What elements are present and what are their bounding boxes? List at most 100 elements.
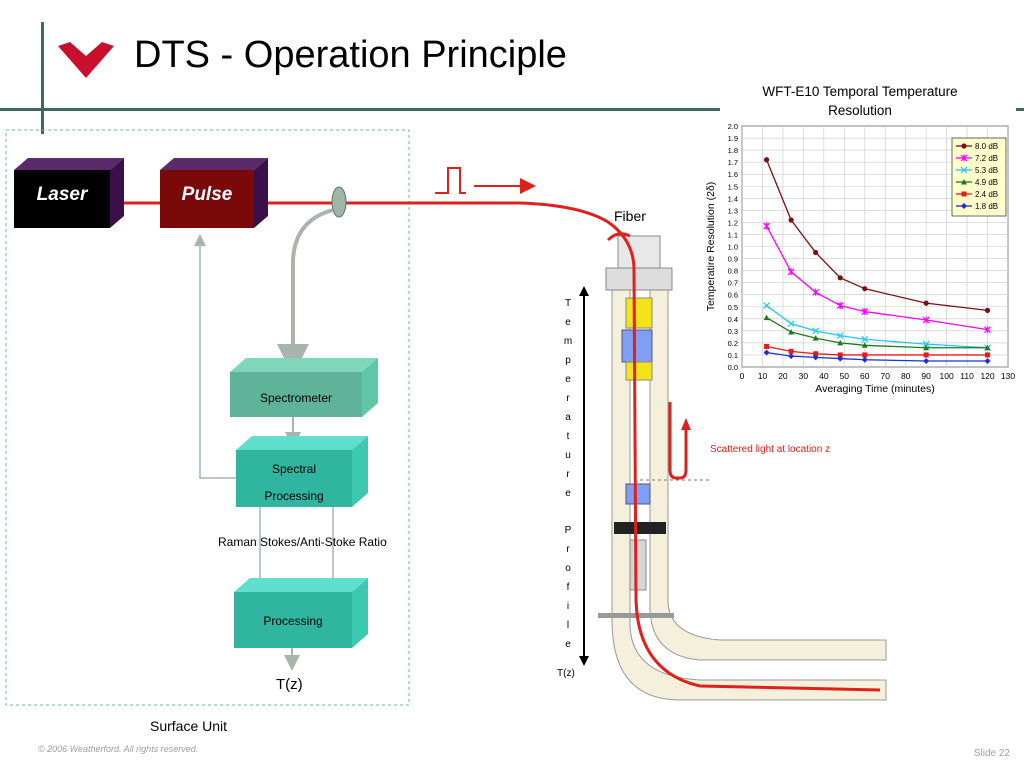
temperature-profile-char: e bbox=[565, 488, 571, 499]
x-tick-label: 110 bbox=[960, 371, 974, 381]
processing-label: Processing bbox=[263, 614, 323, 628]
data-point bbox=[923, 357, 930, 364]
copyright-text: © 2006 Weatherford. All rights reserved. bbox=[38, 744, 199, 754]
data-point bbox=[763, 302, 770, 309]
x-tick-label: 70 bbox=[880, 371, 890, 381]
x-tick-label: 100 bbox=[940, 371, 954, 381]
data-point bbox=[960, 166, 968, 174]
legend-label: 8.0 dB bbox=[975, 142, 998, 151]
data-point bbox=[961, 179, 967, 185]
data-point bbox=[812, 288, 820, 296]
spectral-label-line2: Processing bbox=[264, 489, 324, 503]
data-point bbox=[985, 352, 991, 358]
y-tick-label: 1.3 bbox=[728, 206, 738, 215]
legend-label: 2.4 dB bbox=[975, 190, 998, 199]
legend-label: 7.2 dB bbox=[975, 154, 998, 163]
data-point bbox=[812, 327, 820, 335]
y-tick-label: 1.9 bbox=[728, 134, 738, 143]
header-divider bbox=[41, 22, 44, 134]
data-point bbox=[763, 314, 770, 321]
pulse-label: Pulse bbox=[181, 184, 233, 205]
data-point bbox=[788, 217, 794, 223]
data-point bbox=[763, 157, 770, 163]
header-rule-right bbox=[1016, 108, 1024, 111]
data-point bbox=[837, 355, 844, 362]
y-tick-label: 1.5 bbox=[728, 182, 738, 191]
data-point bbox=[813, 351, 819, 357]
temperature-profile-char: a bbox=[565, 412, 571, 423]
legend-box bbox=[951, 137, 1007, 217]
x-tick-label: 0 bbox=[740, 371, 745, 381]
data-point bbox=[984, 357, 991, 364]
y-tick-label: 0.1 bbox=[728, 351, 738, 360]
data-point bbox=[861, 356, 868, 363]
data-point bbox=[961, 143, 967, 149]
tz-output-label: T(z) bbox=[276, 676, 303, 693]
spectrometer-box bbox=[230, 358, 378, 417]
y-tick-label: 1.0 bbox=[728, 243, 738, 252]
data-point bbox=[922, 316, 930, 324]
fiber-label: Fiber bbox=[614, 208, 646, 224]
temperature-profile-char: r bbox=[566, 544, 570, 555]
data-point bbox=[984, 326, 991, 334]
surface-unit-box bbox=[5, 129, 410, 706]
y-tick-label: 0.0 bbox=[728, 363, 738, 372]
y-tick-label: 1.6 bbox=[728, 170, 738, 179]
data-point bbox=[836, 302, 844, 310]
legend-label: 4.9 dB bbox=[975, 178, 998, 187]
data-point bbox=[813, 249, 819, 256]
data-point bbox=[984, 344, 991, 351]
temperature-profile-char: e bbox=[565, 639, 571, 650]
y-tick-label: 1.1 bbox=[728, 230, 738, 239]
data-point bbox=[812, 335, 819, 341]
data-point bbox=[923, 344, 930, 351]
temperature-profile-char: t bbox=[566, 431, 570, 442]
y-tick-label: 2.0 bbox=[728, 122, 738, 131]
x-tick-label: 30 bbox=[799, 371, 809, 381]
temperature-profile-char: l bbox=[566, 620, 570, 631]
data-point bbox=[787, 268, 795, 276]
x-tick-label: 90 bbox=[921, 371, 931, 381]
temperature-profile-char: m bbox=[563, 336, 573, 347]
data-point bbox=[922, 340, 930, 348]
legend-label: 5.3 dB bbox=[975, 166, 998, 175]
temperature-profile-char: P bbox=[564, 525, 572, 536]
data-point bbox=[837, 275, 843, 281]
temperature-profile-char: r bbox=[566, 469, 570, 480]
data-point bbox=[763, 222, 770, 230]
x-tick-label: 130 bbox=[1001, 371, 1015, 381]
data-point bbox=[788, 353, 795, 360]
laser-label: Laser bbox=[36, 184, 88, 205]
x-tick-label: 10 bbox=[758, 371, 768, 381]
data-point bbox=[788, 329, 795, 335]
temperature-profile-char: p bbox=[565, 355, 571, 366]
legend-label: 1.8 dB bbox=[975, 202, 998, 211]
y-tick-label: 1.4 bbox=[728, 194, 738, 203]
spectral-label-line1: Spectral bbox=[271, 462, 317, 476]
data-point bbox=[837, 339, 844, 346]
y-tick-label: 0.4 bbox=[728, 315, 738, 324]
data-point bbox=[961, 191, 967, 197]
x-tick-label: 120 bbox=[980, 371, 994, 381]
y-tick-label: 0.9 bbox=[728, 255, 738, 264]
y-tick-label: 0.6 bbox=[728, 291, 738, 300]
data-point bbox=[861, 335, 869, 343]
pulse-waveform-icon bbox=[435, 167, 466, 194]
x-tick-label: 50 bbox=[840, 371, 850, 381]
data-point bbox=[862, 286, 868, 292]
temperature-profile-char: T bbox=[564, 298, 572, 309]
laser-box bbox=[14, 158, 124, 228]
ratio-label: Raman Stokes/Anti-Stoke Ratio bbox=[218, 535, 387, 549]
x-tick-label: 80 bbox=[901, 371, 911, 381]
y-tick-label: 0.8 bbox=[728, 267, 738, 276]
slide-number: Slide 22 bbox=[973, 748, 1010, 759]
data-point bbox=[984, 307, 991, 313]
x-tick-label: 60 bbox=[860, 371, 870, 381]
data-point bbox=[763, 349, 770, 356]
data-point bbox=[764, 344, 770, 350]
temperature-profile-char: o bbox=[565, 563, 571, 574]
fiber-coupler bbox=[331, 186, 347, 218]
x-tick-label: 40 bbox=[819, 371, 829, 381]
